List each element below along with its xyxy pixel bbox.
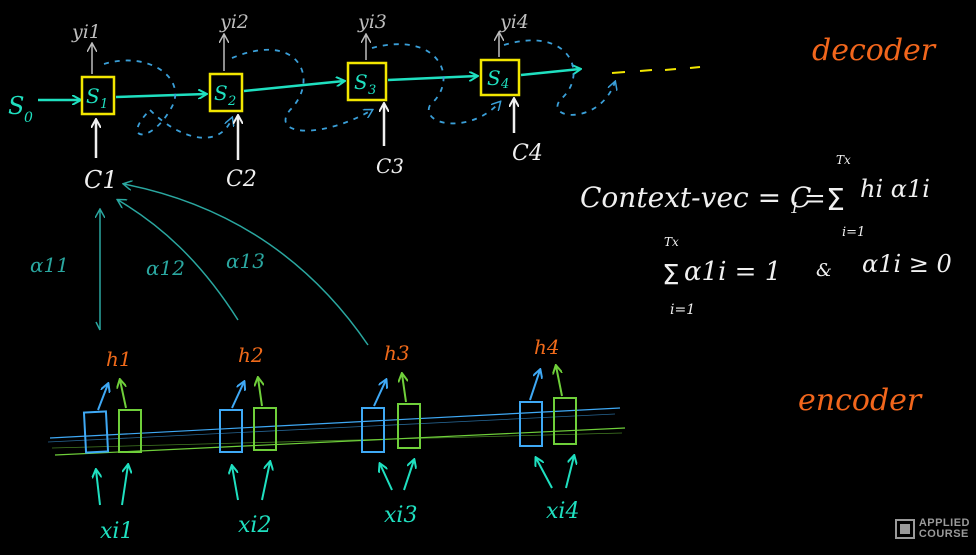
svg-text:Σ: Σ	[826, 183, 845, 218]
applied-course-logo: APPLIED COURSE	[894, 517, 970, 540]
input-x2: xi2	[238, 513, 271, 538]
svg-text:S: S	[86, 84, 100, 108]
svg-text:i=1: i=1	[670, 302, 695, 318]
feedback-loop-1b	[149, 109, 232, 139]
output-y2: yi2	[219, 11, 249, 33]
alpha-11: α11	[30, 253, 69, 277]
context-c1: C1	[84, 166, 118, 194]
encoder-title: encoder	[798, 383, 923, 418]
encoder-step-2: h2 xi2	[219, 343, 277, 538]
alpha-13: α13	[226, 249, 265, 273]
encoder-step-1: h1 xi1	[82, 347, 142, 544]
svg-text:α1i ≥ 0: α1i ≥ 0	[862, 250, 952, 278]
attention-arrow-h1-tail	[95, 321, 101, 331]
context-c2: C2	[226, 167, 257, 192]
encoder-step-3: h3 xi3	[361, 341, 421, 528]
input-x3: xi3	[384, 503, 417, 528]
feedback-loop-1	[103, 59, 177, 136]
input-x1: xi1	[100, 519, 133, 544]
alpha-12: α12	[146, 256, 185, 280]
sum-to-one-equation: Σ Tx i=1 α1i = 1 & α1i ≥ 0	[662, 235, 952, 318]
decoder-cell-s2: S 2	[208, 72, 244, 113]
hidden-h1: h1	[106, 347, 132, 371]
output-y3: yi3	[357, 11, 387, 33]
svg-text:S: S	[214, 81, 228, 105]
encoder-forward-line-b	[47, 413, 616, 443]
arrow-s1-s2	[115, 94, 206, 97]
decoder-cell-s1: S 1	[80, 75, 116, 116]
svg-text:3: 3	[368, 83, 376, 98]
attention-arrow-h3	[124, 184, 369, 346]
svg-text:Σ: Σ	[662, 258, 680, 291]
arrow-s2-s3	[243, 81, 344, 93]
svg-text:S: S	[354, 70, 368, 94]
logo-text-line1: APPLIED	[918, 517, 970, 529]
attention-arrow-h2	[118, 200, 239, 321]
encoder-backward-line	[54, 427, 626, 456]
context-vector-equation: Context-vec = C 1 = Σ Tx i=1 hi α1i	[580, 153, 930, 240]
context-c3: C3	[376, 154, 404, 178]
attention-arrows	[95, 184, 369, 346]
initial-state-s0: S 0	[8, 92, 33, 126]
decoder-cell-s4: S 4	[479, 58, 521, 97]
svg-text:Tx: Tx	[664, 235, 679, 249]
encoder-forward-line	[49, 407, 621, 439]
input-x4: xi4	[546, 499, 579, 524]
svg-text:S: S	[487, 66, 501, 90]
svg-text:2: 2	[227, 94, 236, 109]
decoder-title: decoder	[812, 33, 937, 68]
feedback-loop-4	[503, 39, 615, 116]
arrow-s4-next	[520, 69, 580, 77]
encoder-backward-line-b	[51, 432, 623, 449]
svg-text:&: &	[816, 260, 832, 281]
svg-text:hi α1i: hi α1i	[860, 175, 930, 203]
hidden-h3: h3	[384, 341, 410, 365]
svg-text:1: 1	[790, 199, 800, 217]
svg-text:1: 1	[100, 97, 108, 112]
svg-text:α1i = 1: α1i = 1	[684, 257, 781, 287]
context-c4: C4	[512, 141, 543, 166]
hidden-h4: h4	[534, 335, 560, 359]
svg-text:i=1: i=1	[842, 225, 865, 240]
logo-mark-icon	[894, 519, 915, 539]
arrow-s3-s4	[387, 76, 477, 80]
svg-text:Context-vec = C: Context-vec = C	[580, 181, 811, 214]
svg-text:Tx: Tx	[836, 153, 851, 167]
svg-text:=: =	[804, 184, 826, 214]
output-y1: yi1	[71, 21, 101, 43]
svg-text:S: S	[8, 92, 24, 120]
feedback-loop-3	[371, 43, 500, 125]
hidden-h2: h2	[238, 343, 264, 367]
continuation-dots	[611, 66, 701, 74]
logo-text-line2: COURSE	[918, 528, 969, 540]
svg-text:0: 0	[24, 110, 33, 126]
decoder-cell-s3: S 3	[346, 61, 388, 102]
svg-text:4: 4	[500, 77, 509, 92]
feedback-loop-2	[231, 48, 372, 132]
output-y4: yi4	[499, 11, 529, 33]
encoder-step-4: h4 xi4	[519, 335, 579, 524]
